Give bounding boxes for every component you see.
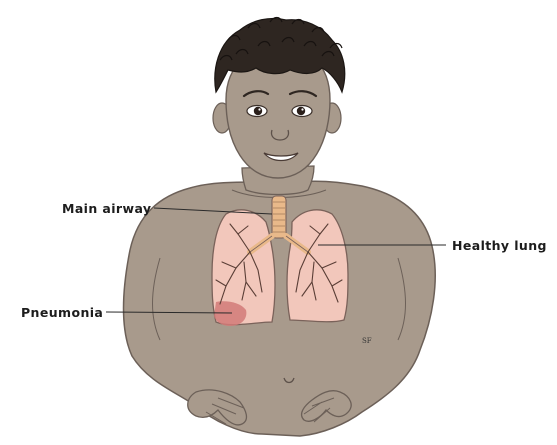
artist-signature: SF	[362, 337, 372, 345]
main-airway-label: Main airway	[62, 201, 151, 216]
pneumonia-label: Pneumonia	[21, 305, 103, 320]
healthy-lung-label: Healthy lung	[452, 238, 547, 253]
right-lung	[287, 210, 348, 322]
